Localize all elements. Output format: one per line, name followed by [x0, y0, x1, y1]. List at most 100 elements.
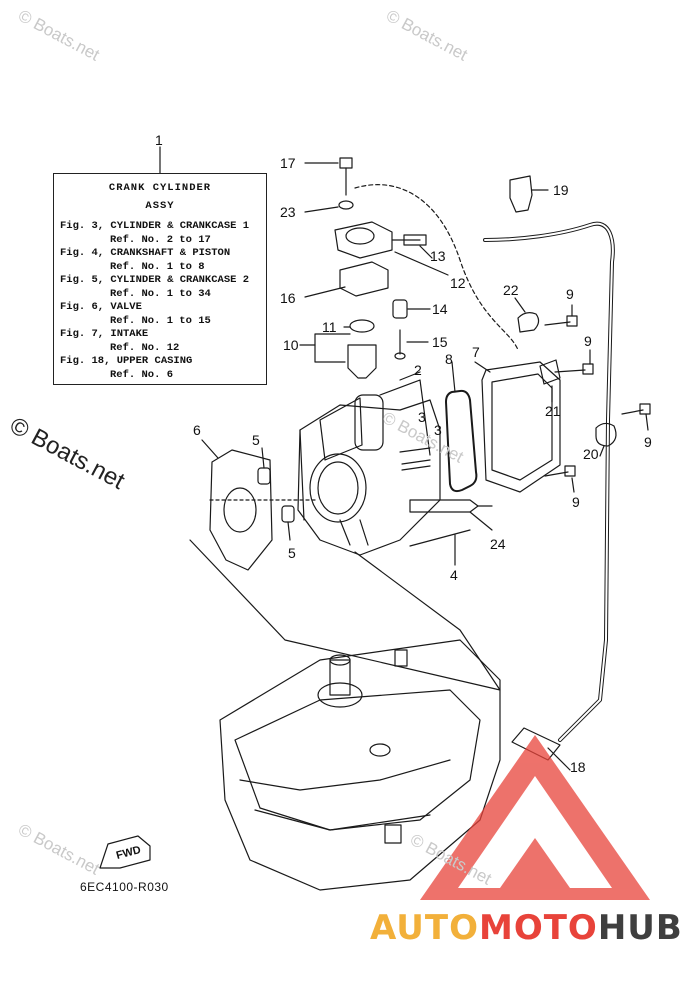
callout-5a: 5 — [252, 432, 260, 448]
logo-text-auto: AUTO — [370, 908, 479, 948]
leader-12 — [394, 251, 449, 276]
clip-21 — [539, 359, 561, 385]
callout-16: 16 — [280, 290, 296, 306]
callout-6: 6 — [193, 422, 201, 438]
crank-cylinder-assy-box: CRANK CYLINDER ASSY Fig. 3, CYLINDER & C… — [53, 173, 267, 385]
logo-text-hub: HUB — [597, 908, 683, 948]
logo-triangle-cut — [458, 776, 612, 888]
gasket-8 — [445, 389, 478, 493]
bolt-17-head — [339, 157, 353, 169]
leader-22 — [514, 297, 526, 313]
callout-17: 17 — [280, 155, 296, 171]
bolt-9c-head — [639, 403, 651, 415]
callout-22: 22 — [503, 282, 519, 298]
block-edge — [299, 429, 305, 521]
automotohub-logo: AUTOMOTOHUB — [370, 908, 683, 948]
assy-heading-2: ASSY — [145, 200, 175, 212]
crankshaft-end — [329, 659, 351, 696]
thermostat-housing — [354, 394, 384, 451]
leader-2 — [399, 371, 421, 381]
leader-6 — [201, 439, 219, 459]
bolt-9d-head — [564, 465, 576, 477]
callout-3b: 3 — [434, 422, 442, 438]
leader-9d — [571, 477, 575, 493]
logo-text-moto: MOTO — [478, 908, 598, 948]
assy-ref: Ref. No. 1 to 34 — [110, 287, 211, 300]
bolt-9d — [544, 471, 569, 477]
assy-fig: Fig. 4, CRANKSHAFT & PISTON — [60, 247, 231, 259]
callout-11: 11 — [322, 319, 337, 335]
crankcase-inner — [234, 689, 481, 831]
fwd-arrow — [99, 835, 151, 869]
thermostat-cover-12 — [334, 221, 393, 259]
clamp-22 — [517, 312, 540, 333]
bolt-9b — [554, 369, 586, 373]
callout-5b: 5 — [288, 545, 296, 561]
callout-13: 13 — [430, 248, 446, 264]
bolt-15-head — [394, 352, 406, 360]
sleeve-14 — [392, 299, 408, 319]
fitting-13 — [403, 234, 427, 246]
callout-1: 1 — [155, 132, 163, 148]
callout-20: 20 — [583, 446, 599, 462]
crankshaft-tip — [329, 654, 351, 666]
assy-fig: Fig. 18, UPPER CASING — [60, 355, 193, 367]
assy-reference-list: Fig. 3, CYLINDER & CRANKCASE 1 Ref. No. … — [54, 220, 266, 382]
callout-18: 18 — [570, 759, 586, 775]
leader-23 — [304, 206, 339, 213]
callout-15: 15 — [432, 334, 448, 350]
callout-9b: 9 — [584, 333, 592, 349]
bolt-4 — [409, 529, 471, 547]
callout-2: 2 — [414, 362, 422, 378]
callout-7: 7 — [472, 344, 480, 360]
crankcase-rib-2 — [254, 809, 431, 831]
assy-ref: Ref. No. 1 to 8 — [110, 260, 205, 273]
assy-ref: Ref. No. 1 to 15 — [110, 314, 211, 327]
callout-12: 12 — [450, 275, 466, 291]
block-ribs — [339, 519, 369, 546]
thermostat-10 — [347, 344, 377, 379]
cylinder-head-face — [319, 397, 363, 461]
assy-ref: Ref. No. 2 to 17 — [110, 233, 211, 246]
stud-3a — [399, 447, 431, 453]
assy-heading-1: CRANK CYLINDER — [108, 182, 212, 194]
callout-19: 19 — [553, 182, 569, 198]
callout-23: 23 — [280, 204, 296, 220]
logo-triangle-inner — [500, 838, 570, 888]
harness-line — [354, 184, 519, 351]
bolt-9a — [544, 321, 571, 326]
callout-9d: 9 — [572, 494, 580, 510]
callout-9c: 9 — [644, 434, 652, 450]
assy-ref: Ref. No. 12 — [110, 341, 180, 354]
leader-18 — [547, 747, 571, 771]
leader-10b — [314, 344, 346, 363]
leader-8 — [451, 361, 456, 393]
cylinder-bore — [309, 453, 367, 523]
leader-10c — [314, 333, 351, 346]
cover-7-inner — [491, 373, 553, 481]
stud-3c — [401, 459, 431, 465]
leader-9c — [645, 413, 649, 431]
callout-10: 10 — [283, 337, 299, 353]
spark-plug-24 — [409, 499, 479, 513]
stud-3b — [401, 465, 431, 471]
clip-19 — [509, 175, 533, 213]
clamp-20 — [595, 422, 617, 447]
crankcase-boss — [394, 649, 408, 667]
drawing-code: 6EC4100-R030 — [80, 880, 169, 894]
gasket-6-bore — [223, 487, 257, 533]
leader-7 — [474, 361, 491, 373]
gasket-6 — [209, 449, 273, 571]
crankcase-hole — [369, 743, 391, 757]
leader-24 — [469, 511, 493, 531]
assy-fig: Fig. 3, CYLINDER & CRANKCASE 1 — [60, 220, 250, 232]
crank-journal-top — [317, 682, 363, 708]
callout-4: 4 — [450, 567, 458, 583]
callout-24: 24 — [490, 536, 506, 552]
assy-fig: Fig. 6, VALVE — [60, 301, 142, 313]
seal-11 — [349, 319, 375, 333]
washer-23 — [338, 200, 354, 210]
